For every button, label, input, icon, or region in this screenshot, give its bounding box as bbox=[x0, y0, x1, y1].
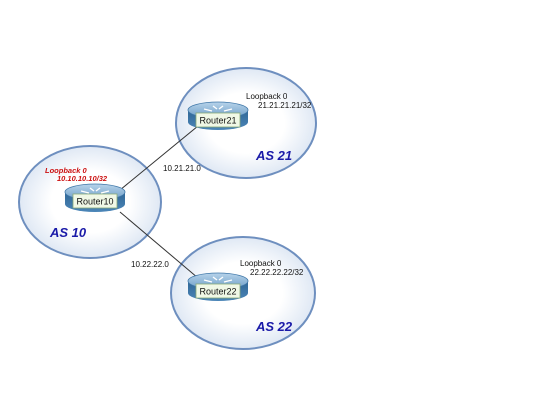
router-r22-name: Router22 bbox=[199, 287, 236, 297]
router-r22-label-box bbox=[195, 283, 241, 299]
router-r22-loopback-ip: 22.22.22.22/32 bbox=[250, 268, 304, 277]
router-r10-loopback-title: Loopback 0 bbox=[45, 166, 88, 175]
router-r10-name: Router10 bbox=[76, 197, 113, 207]
as-22-label: AS 22 bbox=[255, 319, 293, 334]
router-r10-label-box bbox=[72, 193, 118, 209]
link-r10-r22 bbox=[119, 211, 199, 279]
as-10-label: AS 10 bbox=[49, 225, 87, 240]
link-r10-r22-subnet: 10.22.22.0 bbox=[131, 260, 169, 269]
router-r10-loopback-ip: 10.10.10.10/32 bbox=[57, 174, 108, 183]
router-r21-loopback-ip: 21.21.21.21/32 bbox=[258, 101, 312, 110]
link-r10-r21 bbox=[119, 125, 199, 191]
router-r21-loopback-title: Loopback 0 bbox=[246, 92, 288, 101]
router-r22-loopback-title: Loopback 0 bbox=[240, 259, 282, 268]
as-21-label: AS 21 bbox=[255, 148, 292, 163]
router-r21-name: Router21 bbox=[199, 116, 236, 126]
router-r22[interactable]: Router22 bbox=[187, 272, 249, 301]
link-r10-r21-subnet: 10.21.21.0 bbox=[163, 164, 201, 173]
router-r21[interactable]: Router21 bbox=[187, 101, 249, 130]
router-r10[interactable]: Router10 bbox=[64, 183, 126, 212]
router-r21-label-box bbox=[195, 112, 241, 128]
